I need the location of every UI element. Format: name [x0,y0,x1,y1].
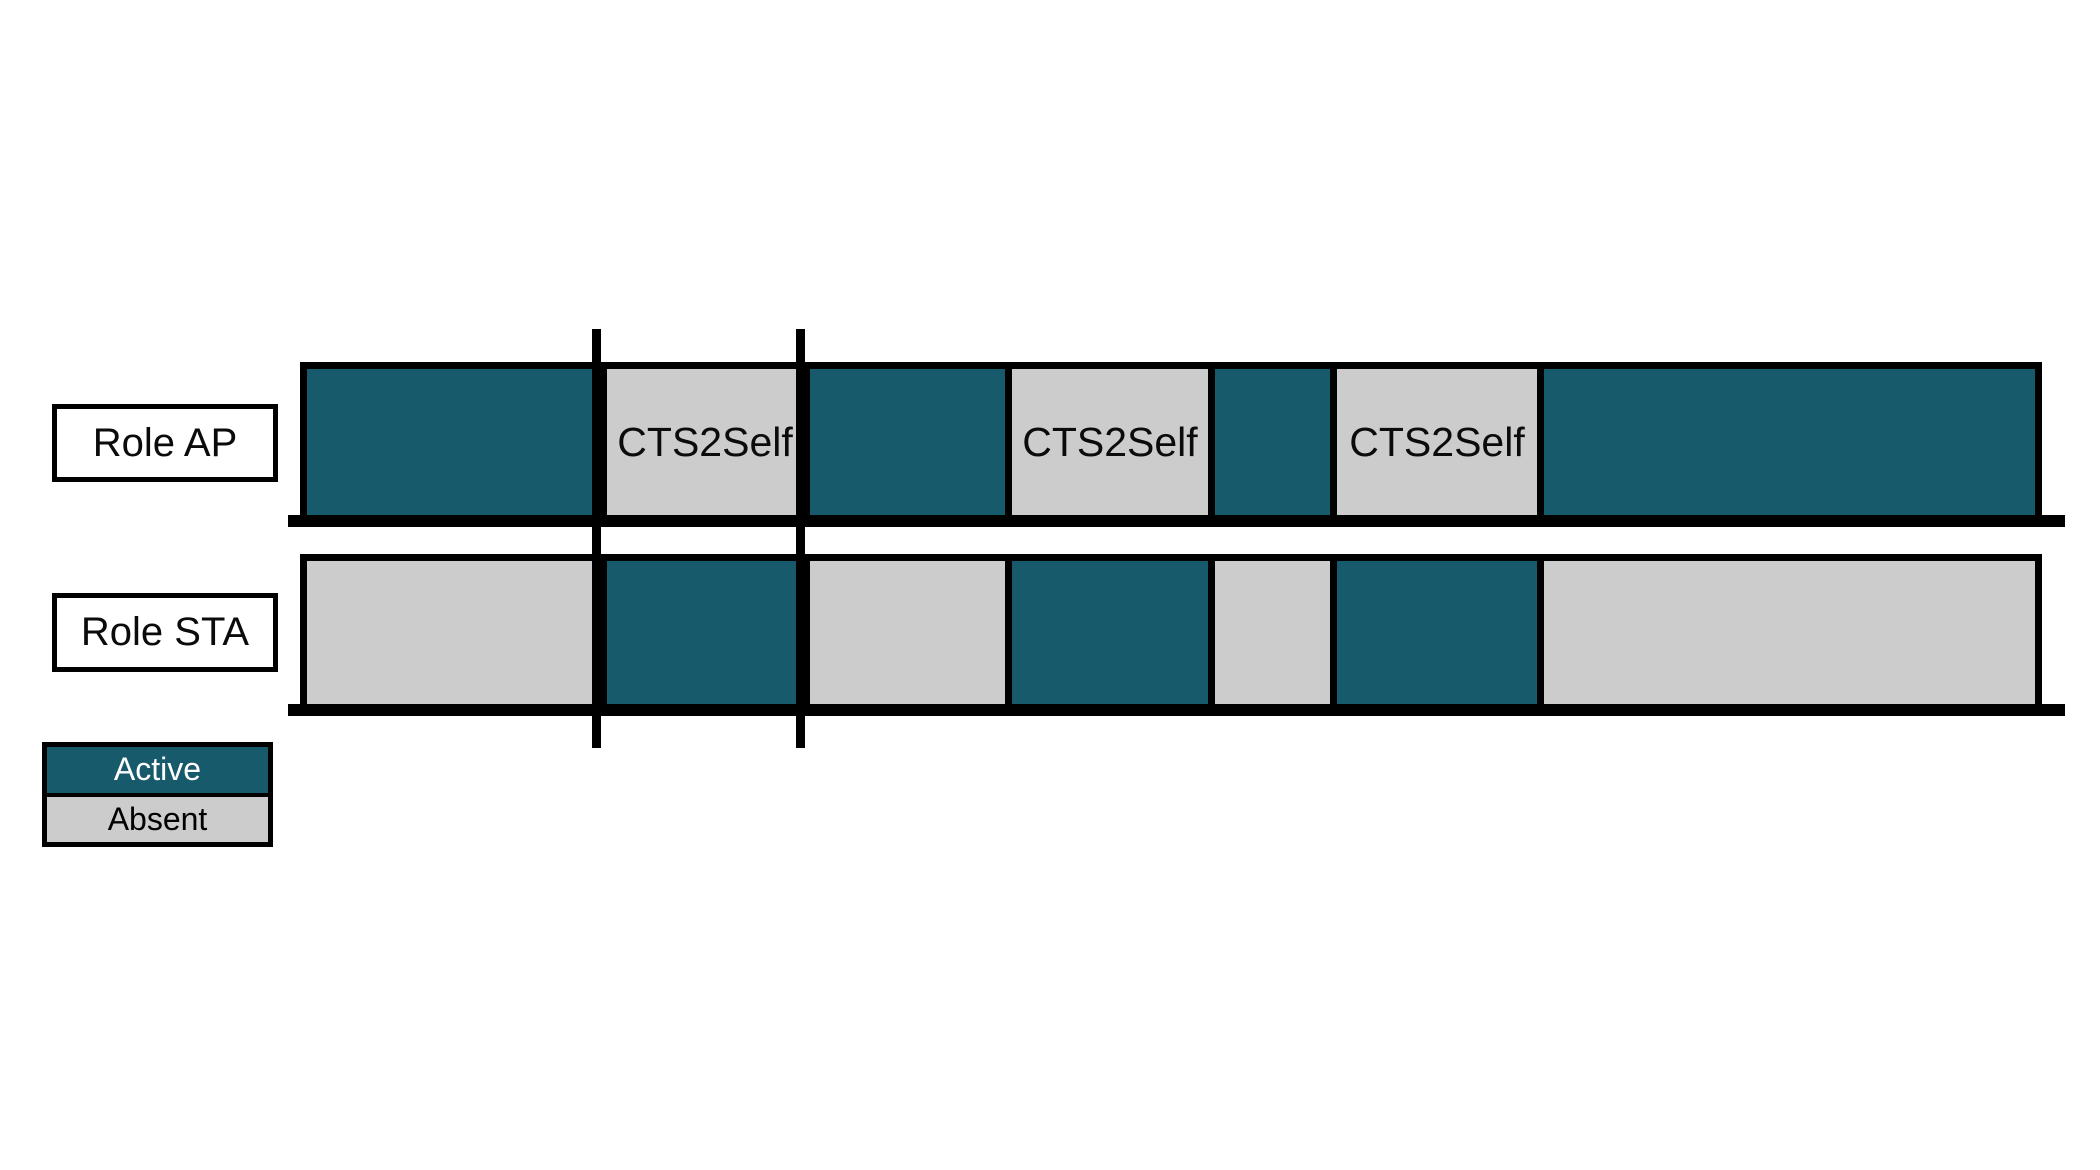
segment-absent [307,561,600,704]
segment-absent [1208,561,1331,704]
role-sta-label-text: Role STA [80,610,250,654]
segment-active [803,369,1005,515]
legend-item-active-label: Active [113,751,202,788]
legend: Active Absent [42,742,273,847]
role-sta-baseline [288,704,2065,716]
segment-absent [1536,561,2035,704]
segment-absent [803,561,1005,704]
role-ap-label-text: Role AP [92,420,238,465]
segment-active [1004,561,1209,704]
segment-label: CTS2Self [1349,418,1525,465]
segment-active [1208,369,1331,515]
legend-item-absent: Absent [47,792,268,842]
legend-item-absent-label: Absent [107,800,208,837]
role-ap-baseline [288,515,2065,527]
guide-line-left [592,329,601,748]
segment-active [1536,369,2035,515]
segment-absent-cts2self: CTS2Self [1330,369,1537,515]
segment-active [599,561,804,704]
segment-label: CTS2Self [1022,418,1198,465]
segment-label: CTS2Self [617,418,793,465]
segment-absent-cts2self: CTS2Self [1004,369,1209,515]
role-ap-timeline-bar: CTS2Self CTS2Self CTS2Self [300,362,2042,515]
segment-active [307,369,600,515]
role-sta-timeline-bar [300,554,2042,704]
role-sta-label-box: Role STA [52,593,278,672]
guide-line-right [796,329,805,748]
segment-absent-cts2self: CTS2Self [599,369,804,515]
role-ap-label-box: Role AP [52,404,278,482]
segment-active [1330,561,1537,704]
legend-item-active: Active [47,747,268,793]
